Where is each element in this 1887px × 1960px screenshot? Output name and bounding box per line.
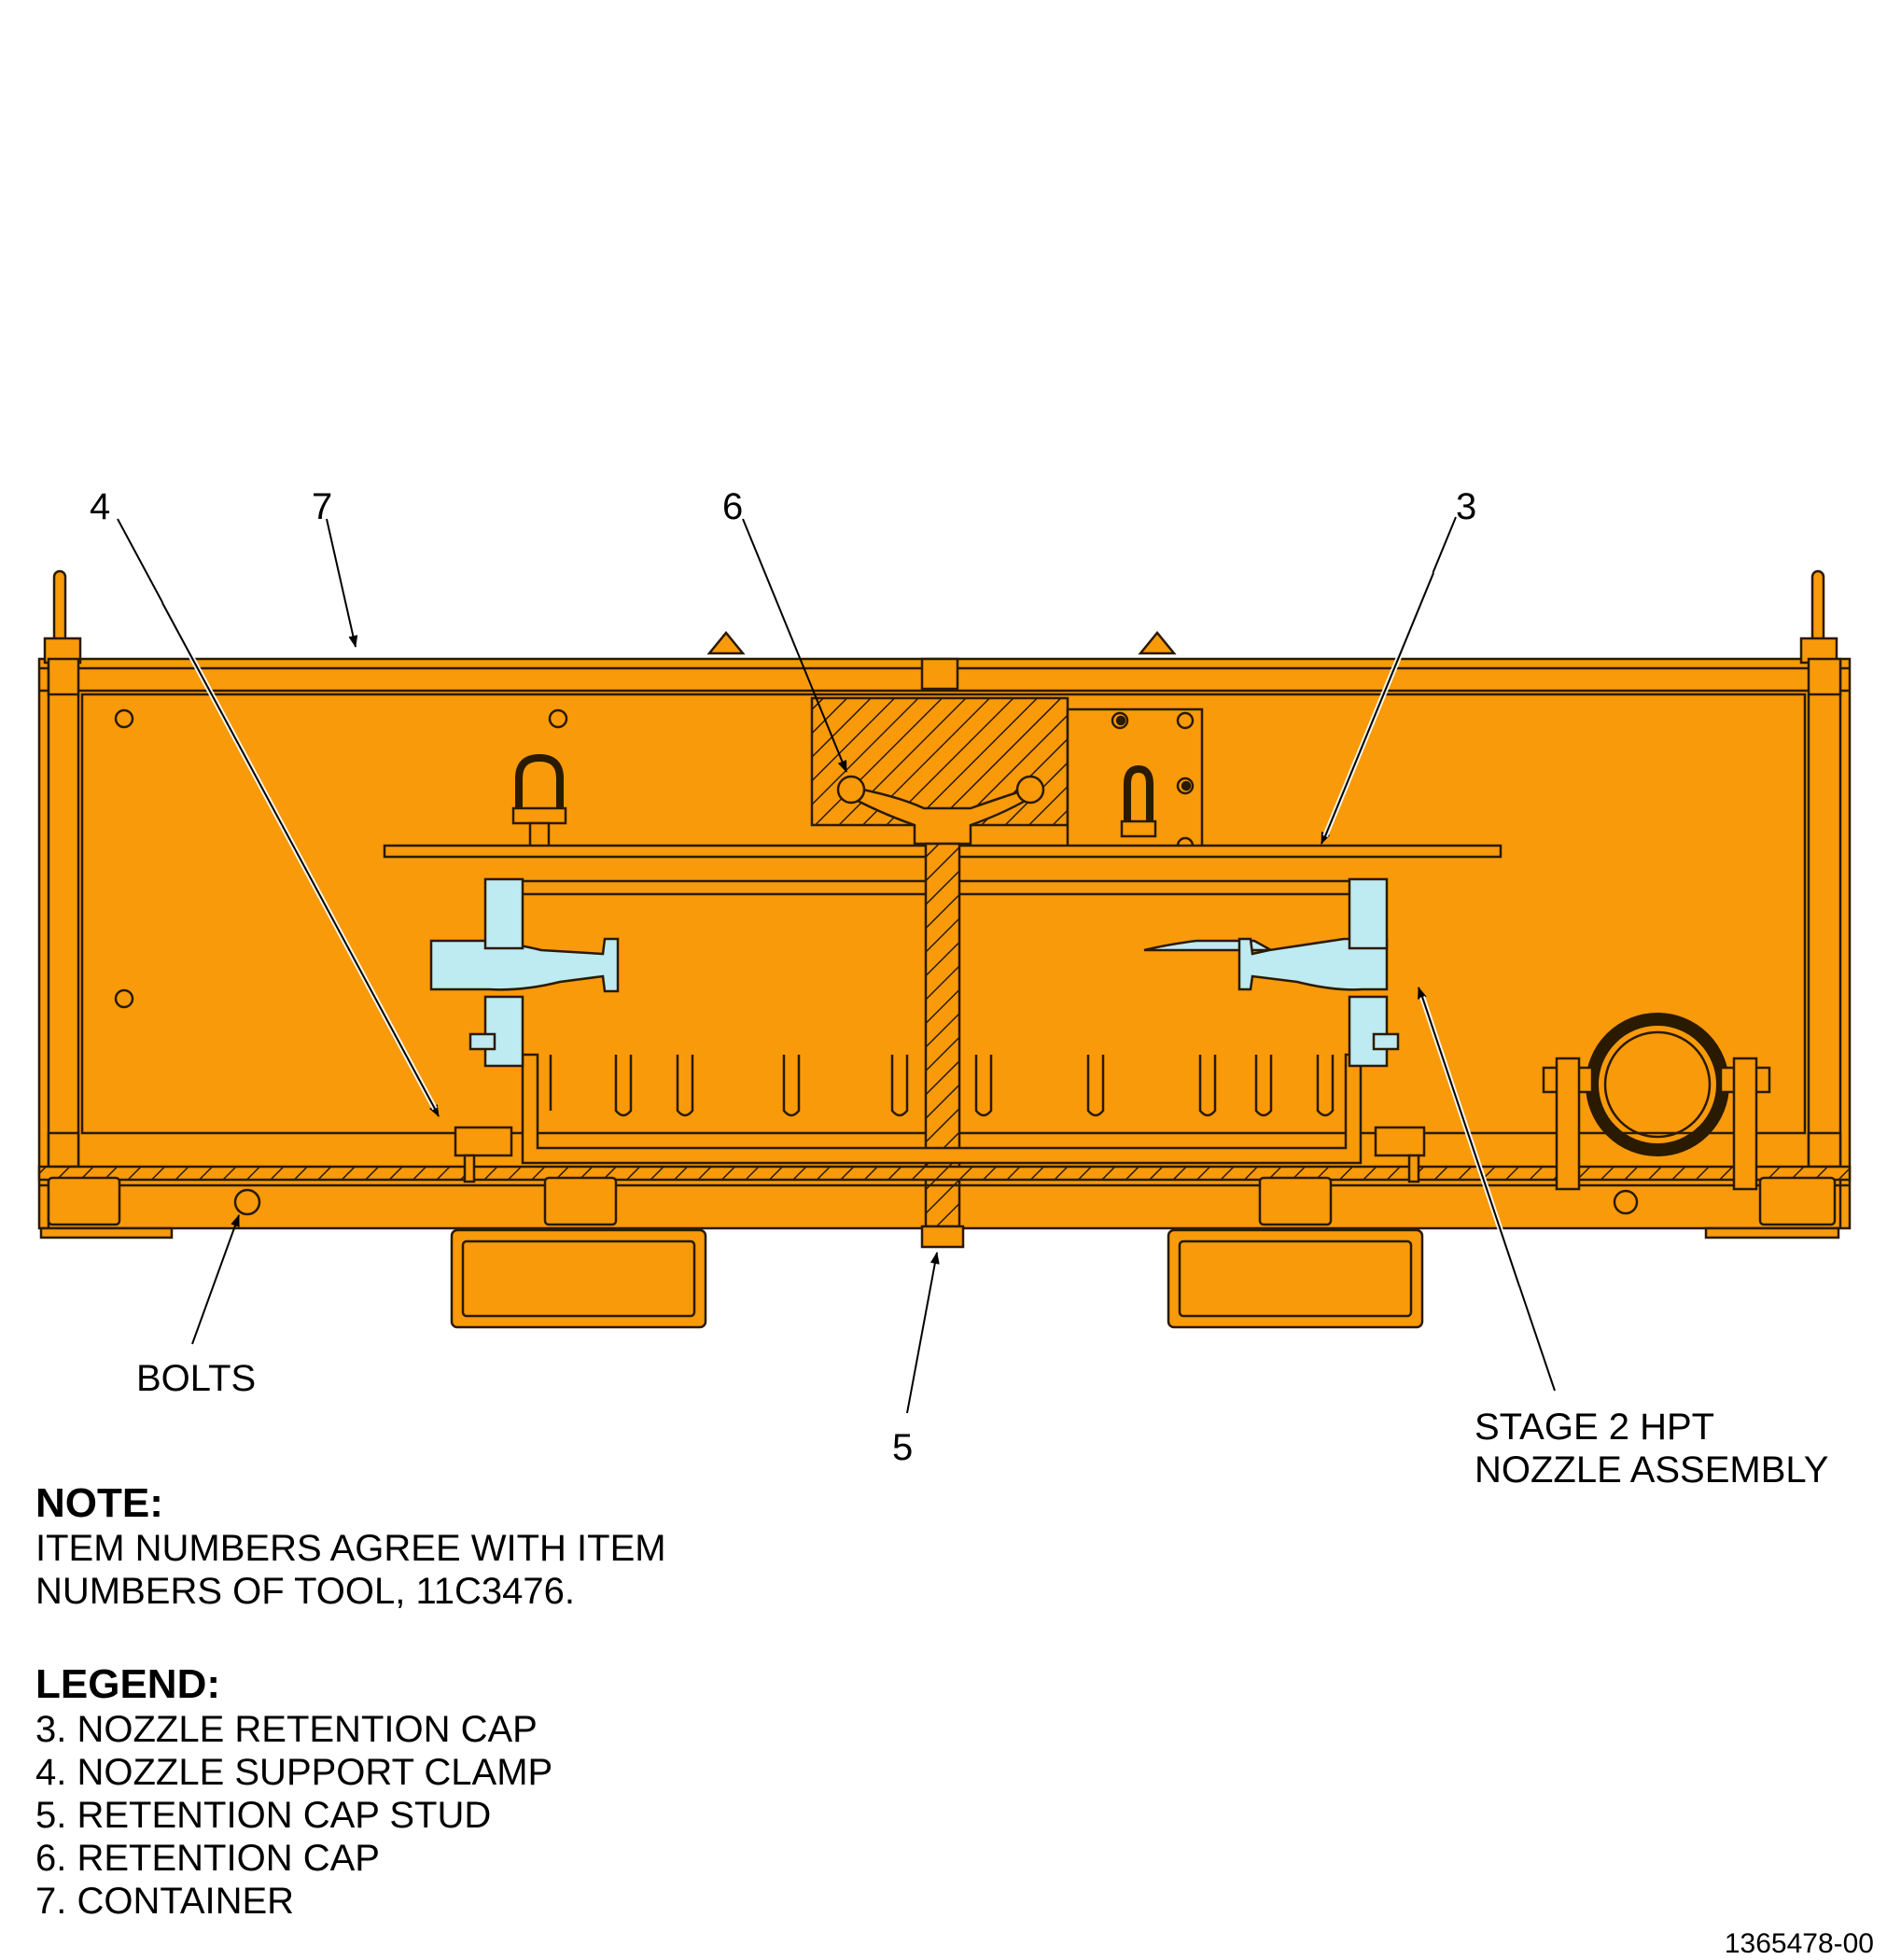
- leader-5: [906, 1252, 940, 1414]
- bolt-4: [233, 1188, 261, 1216]
- legend-item: 4. NOZZLE SUPPORT CLAMP: [35, 1752, 553, 1793]
- bolt-1: [114, 708, 134, 729]
- callout-4: 4: [90, 486, 110, 527]
- callout-3: 3: [1456, 486, 1476, 527]
- nozzle-support-ring: [521, 1053, 1363, 1165]
- retention-cap-block: [810, 696, 1069, 827]
- bolt-2: [548, 708, 568, 729]
- legend-item: 7. CONTAINER: [35, 1881, 295, 1922]
- legend-item: 3. NOZZLE RETENTION CAP: [35, 1709, 538, 1750]
- bolt-3: [114, 988, 134, 1009]
- note-block: NOTE: ITEM NUMBERS AGREE WITH ITEM NUMBE…: [35, 1480, 666, 1613]
- callout-6: 6: [722, 486, 743, 527]
- legend-title: LEGEND:: [35, 1661, 220, 1707]
- drawing-number: 1365478-00: [1724, 1928, 1874, 1959]
- nozzle-support-clamp-left: [454, 1126, 513, 1157]
- lifting-eye-right: [1810, 569, 1825, 644]
- callout-stage2-line2: NOZZLE ASSEMBLY: [1475, 1449, 1828, 1491]
- legend-item: 6. RETENTION CAP: [35, 1838, 380, 1879]
- stage2-hpt-nozzle-assembly: [429, 877, 1400, 1068]
- legend-item: 5. RETENTION CAP STUD: [35, 1795, 492, 1836]
- legend-block: LEGEND: 3. NOZZLE RETENTION CAP 4. NOZZL…: [35, 1661, 552, 1923]
- leader-7: [326, 518, 358, 648]
- lifting-eye-left: [52, 569, 67, 644]
- callout-7: 7: [312, 486, 332, 527]
- callout-stage2-line1: STAGE 2 HPT: [1475, 1407, 1714, 1448]
- note-line-1: ITEM NUMBERS AGREE WITH ITEM: [35, 1528, 666, 1569]
- note-line-2: NUMBERS OF TOOL, 11C3476.: [35, 1571, 575, 1612]
- skid-pocket-right: [1167, 1228, 1424, 1329]
- bolt-5: [1613, 1189, 1639, 1215]
- callout-bolts: BOLTS: [136, 1358, 256, 1399]
- skid-pocket-left: [450, 1228, 707, 1329]
- callout-5: 5: [892, 1427, 913, 1468]
- leader-6: [742, 518, 847, 773]
- note-title: NOTE:: [35, 1480, 163, 1526]
- leader-bolts: [191, 1214, 240, 1345]
